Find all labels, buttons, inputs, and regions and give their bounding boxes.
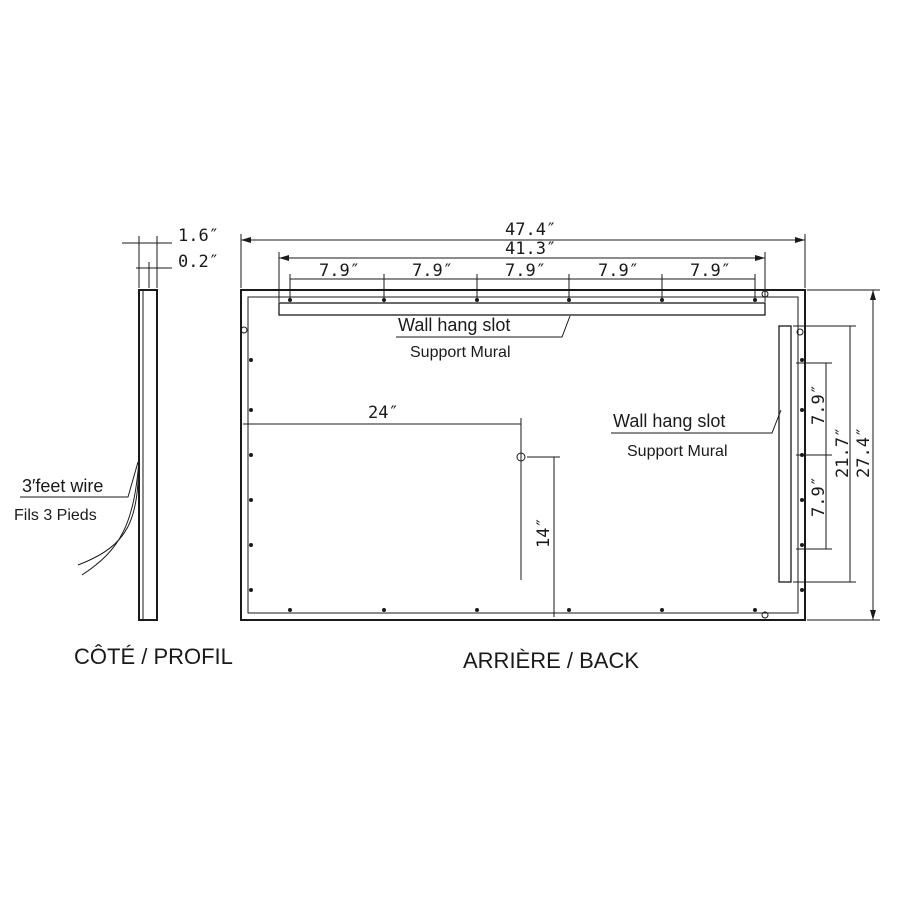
screw-hole: [288, 298, 292, 302]
hole-spacing-label-3: 7.9″: [505, 261, 546, 281]
top-slot-width-label: 41.3″: [505, 239, 556, 259]
screw-hole: [800, 543, 804, 547]
top-screw-holes: [288, 298, 757, 302]
power-wire-2: [81, 459, 140, 576]
screw-hole: [753, 608, 757, 612]
screw-hole: [249, 453, 253, 457]
hole-spacing-label-5: 7.9″: [690, 261, 731, 281]
switch-from-bottom-label: 14″: [534, 517, 554, 548]
side-depth-frame-label: 0.2″: [178, 252, 219, 272]
screw-hole: [753, 298, 757, 302]
switch-from-left-label: 24″: [368, 403, 399, 423]
wire-label-fr: Fils 3 Pieds: [14, 507, 97, 524]
keyhole-hanger-top-left: [240, 326, 248, 334]
overall-height-arrow-top: [870, 290, 876, 300]
screw-hole: [660, 608, 664, 612]
screw-hole: [475, 298, 479, 302]
hole-spacing-label-1: 7.9″: [319, 261, 360, 281]
overall-height-arrow-bottom: [870, 610, 876, 620]
side-view: 1.6″ 0.2″ 3′feet wire Fils 3 Pieds CÔTÉ …: [14, 226, 233, 669]
overall-width-arrow-left: [241, 237, 251, 243]
bottom-screw-holes: [288, 608, 757, 612]
screw-hole: [249, 498, 253, 502]
side-slot-label-fr: Support Mural: [627, 443, 728, 460]
side-slot-leader: [611, 409, 782, 434]
hole-spacing-label-4: 7.9″: [598, 261, 639, 281]
screw-hole: [800, 358, 804, 362]
screw-hole: [800, 588, 804, 592]
power-wire: [77, 457, 140, 566]
back-view-caption: ARRIÈRE / BACK: [463, 648, 639, 673]
screw-hole: [567, 298, 571, 302]
overall-width-label: 47.4″: [505, 220, 556, 240]
side-depth-total-label: 1.6″: [178, 226, 219, 246]
screw-hole: [382, 298, 386, 302]
side-profile-body: [138, 289, 158, 621]
side-spacing-lower-label: 7.9″: [809, 476, 829, 517]
left-screw-holes: [249, 358, 253, 592]
screw-hole: [800, 498, 804, 502]
screw-hole: [382, 608, 386, 612]
side-slot-height-label: 21.7″: [833, 427, 853, 478]
keyhole-hanger-right: [796, 328, 804, 336]
side-wall-hang-slot: [778, 325, 792, 583]
overall-height-label: 27.4″: [854, 427, 874, 478]
top-slot-leader: [396, 315, 571, 338]
top-slot-label: Wall hang slot: [398, 315, 510, 335]
screw-hole: [249, 408, 253, 412]
screw-hole: [249, 358, 253, 362]
side-slot-label: Wall hang slot: [613, 411, 725, 431]
side-spacing-upper-label: 7.9″: [809, 384, 829, 425]
switch-hole: [516, 452, 526, 462]
top-slot-label-fr: Support Mural: [410, 344, 511, 361]
screw-hole: [567, 608, 571, 612]
screw-hole: [249, 543, 253, 547]
side-view-caption: CÔTÉ / PROFIL: [74, 644, 233, 669]
overall-width-arrow-right: [795, 237, 805, 243]
screw-hole: [475, 608, 479, 612]
back-view: 47.4″ 41.3″ 7.9″ 7.9″ 7.9″ 7.9″ 7.9″ Wal…: [240, 220, 880, 673]
screw-hole: [660, 298, 664, 302]
top-slot-width-arrow-left: [279, 255, 289, 261]
wire-label: 3′feet wire: [22, 476, 103, 496]
right-screw-holes: [800, 358, 804, 592]
top-slot-width-arrow-right: [755, 255, 765, 261]
screw-hole: [800, 408, 804, 412]
hole-spacing-label-2: 7.9″: [412, 261, 453, 281]
wire-leader: [20, 461, 139, 498]
screw-hole: [249, 588, 253, 592]
screw-hole: [288, 608, 292, 612]
top-wall-hang-slot: [278, 302, 766, 316]
keyhole-hanger-bottom-right: [761, 611, 769, 619]
